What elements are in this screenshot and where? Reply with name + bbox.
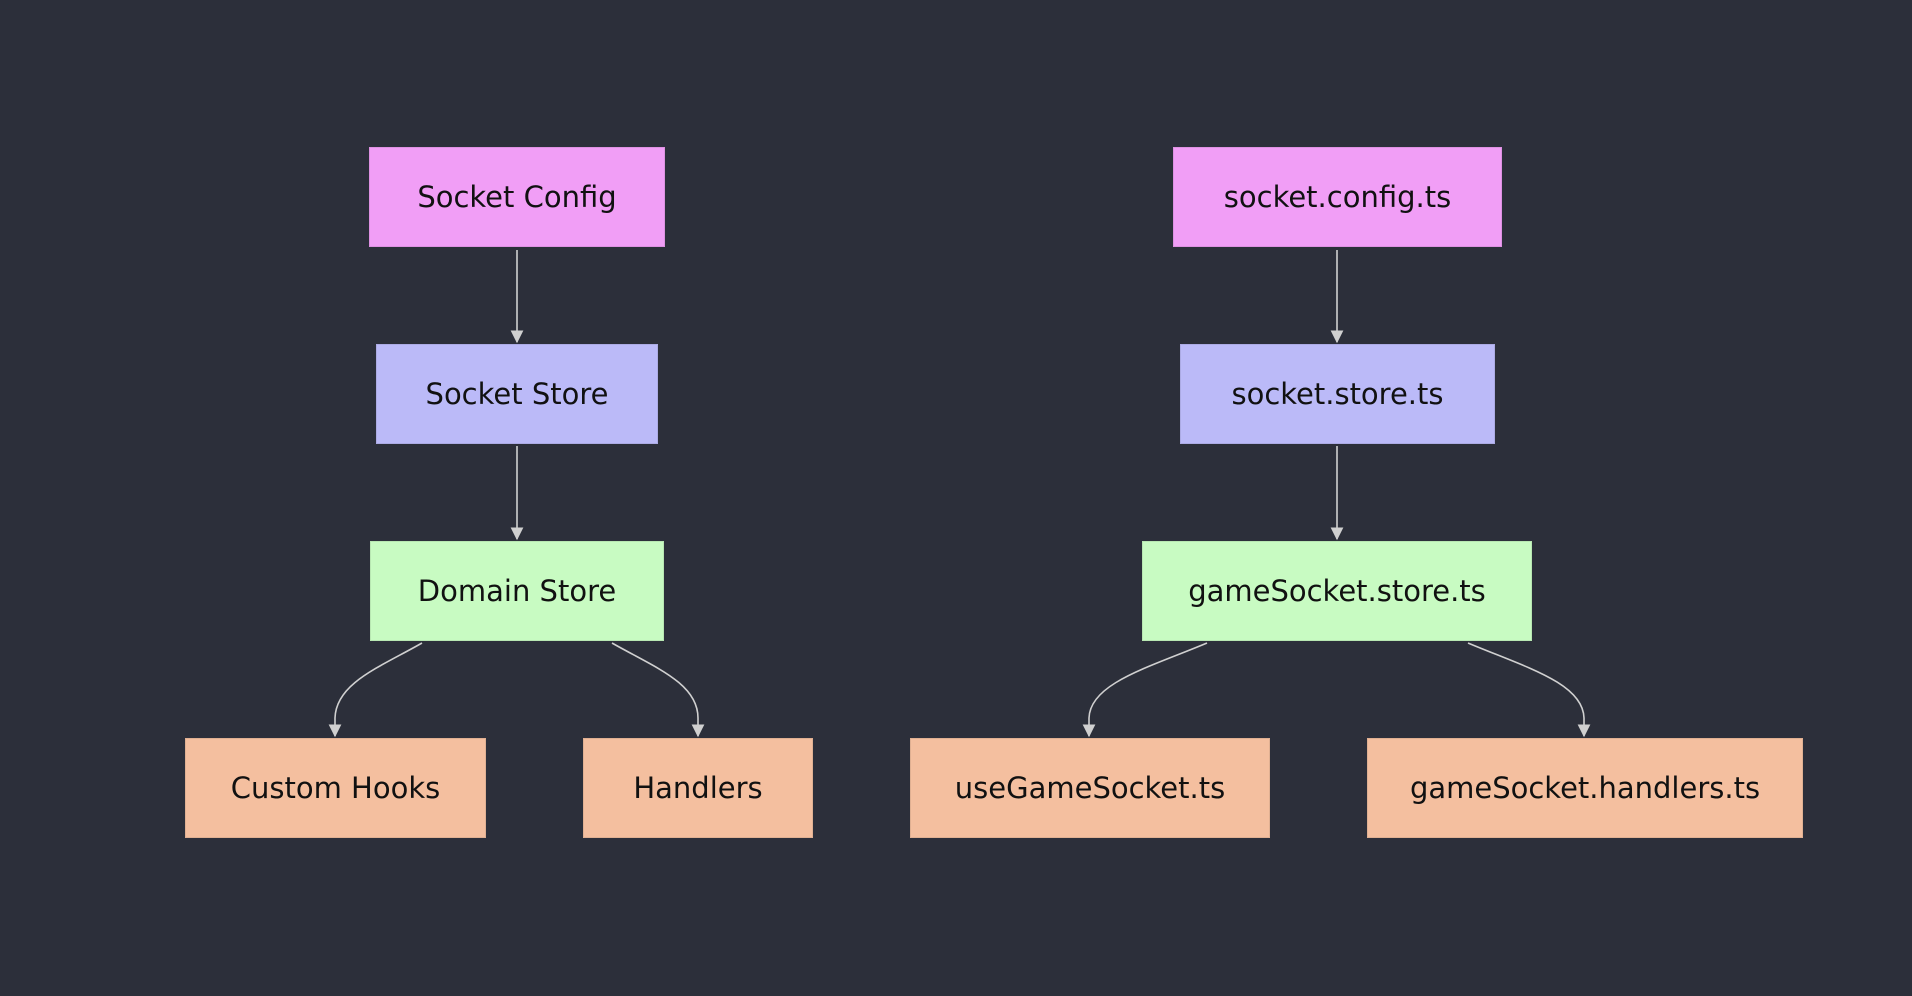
node-label: socket.store.ts [1231, 377, 1444, 411]
node-socket-config: Socket Config [369, 147, 665, 247]
node-label: useGameSocket.ts [954, 771, 1226, 805]
node-socket-store-ts: socket.store.ts [1180, 344, 1495, 444]
node-custom-hooks: Custom Hooks [185, 738, 486, 838]
node-label: socket.config.ts [1223, 180, 1452, 214]
node-handlers: Handlers [583, 738, 813, 838]
edge-left-domain-handlers [611, 642, 705, 738]
node-label: Socket Config [417, 180, 617, 214]
node-usegamesocket-ts: useGameSocket.ts [910, 738, 1270, 838]
edge-left-domain-hooks [328, 642, 423, 738]
edge-right-domain-hooks [1082, 642, 1208, 738]
node-label: Socket Store [425, 377, 609, 411]
node-gamesocket-handlers-ts: gameSocket.handlers.ts [1367, 738, 1803, 838]
node-label: Handlers [633, 771, 763, 805]
node-socket-store: Socket Store [376, 344, 658, 444]
node-socket-config-ts: socket.config.ts [1173, 147, 1502, 247]
edge-right-domain-handlers [1467, 642, 1591, 738]
node-label: gameSocket.store.ts [1188, 574, 1486, 608]
node-label: gameSocket.handlers.ts [1409, 771, 1761, 805]
node-label: Custom Hooks [230, 771, 441, 805]
node-label: Domain Store [417, 574, 617, 608]
node-domain-store: Domain Store [370, 541, 664, 641]
node-gamesocket-store-ts: gameSocket.store.ts [1142, 541, 1532, 641]
